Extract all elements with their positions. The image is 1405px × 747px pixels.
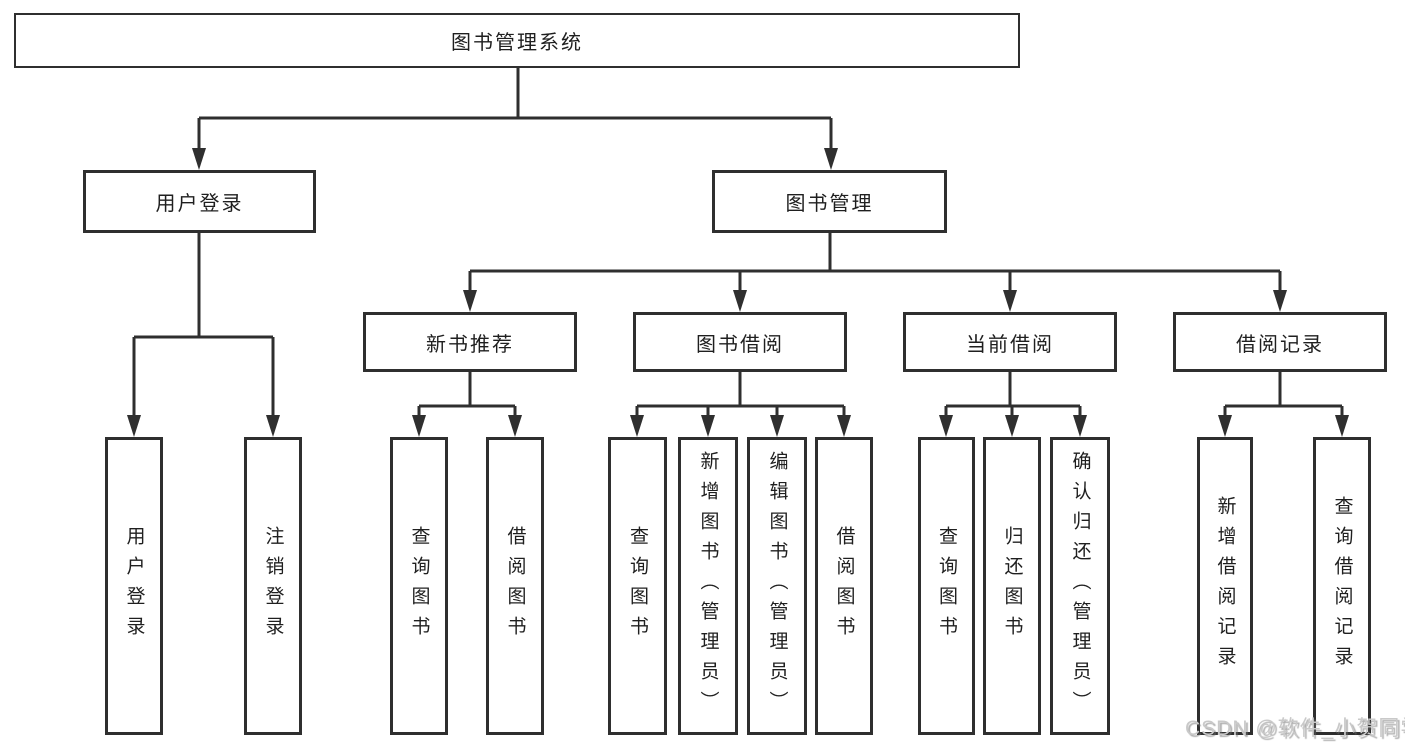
leaf-query-borrow-record-label: 查询借阅记录 [1331, 496, 1353, 676]
node-user-login: 用户登录 [83, 170, 316, 233]
node-book-borrowing: 图书借阅 [633, 312, 847, 372]
leaf-add-book-admin-label: 新增图书（管理员） [697, 451, 719, 721]
leaf-edit-book-admin: 编辑图书（管理员） [747, 437, 807, 735]
leaf-query-book-under-newrec-label: 查询图书 [408, 526, 430, 646]
node-book-management: 图书管理 [712, 170, 947, 233]
leaf-confirm-return-admin-label: 确认归还（管理员） [1069, 451, 1091, 721]
leaf-query-book-under-current-label: 查询图书 [936, 526, 957, 646]
leaf-user-login-label: 用户登录 [123, 526, 145, 646]
leaf-borrow-book-under-newrec: 借阅图书 [486, 437, 544, 735]
node-user-login-label: 用户登录 [155, 193, 244, 215]
leaf-logout-label: 注销登录 [262, 526, 284, 646]
node-new-book-recommend: 新书推荐 [363, 312, 577, 372]
leaf-confirm-return-admin: 确认归还（管理员） [1050, 437, 1110, 735]
node-borrowing-records-label: 借阅记录 [1236, 333, 1324, 356]
node-root-system: 图书管理系统 [14, 13, 1020, 68]
node-borrowing-records: 借阅记录 [1173, 312, 1387, 372]
leaf-add-book-admin: 新增图书（管理员） [678, 437, 738, 735]
node-current-borrowing-label: 当前借阅 [966, 333, 1054, 356]
csdn-watermark: CSDN @软件_小贺同学 [1185, 717, 1405, 740]
node-book-management-label: 图书管理 [785, 193, 874, 215]
node-book-borrowing-label: 图书借阅 [696, 333, 784, 356]
leaf-borrow-book-under-borrow: 借阅图书 [815, 437, 873, 735]
leaf-query-borrow-record: 查询借阅记录 [1313, 437, 1371, 735]
leaf-query-book-under-newrec: 查询图书 [390, 437, 448, 735]
leaf-add-borrow-record: 新增借阅记录 [1197, 437, 1253, 735]
node-root-label: 图书管理系统 [451, 32, 583, 54]
node-new-book-recommend-label: 新书推荐 [426, 333, 514, 356]
leaf-query-book-under-borrow-label: 查询图书 [627, 526, 648, 646]
leaf-user-login: 用户登录 [105, 437, 163, 735]
leaf-query-book-under-borrow: 查询图书 [608, 437, 667, 735]
leaf-query-book-under-current: 查询图书 [918, 437, 975, 735]
leaf-edit-book-admin-label: 编辑图书（管理员） [766, 451, 788, 721]
leaf-borrow-book-under-borrow-label: 借阅图书 [833, 526, 855, 646]
leaf-return-book: 归还图书 [983, 437, 1041, 735]
node-current-borrowing: 当前借阅 [903, 312, 1117, 372]
leaf-return-book-label: 归还图书 [1001, 526, 1023, 646]
leaf-add-borrow-record-label: 新增借阅记录 [1214, 496, 1236, 676]
leaf-borrow-book-under-newrec-label: 借阅图书 [504, 526, 526, 646]
leaf-logout: 注销登录 [244, 437, 302, 735]
